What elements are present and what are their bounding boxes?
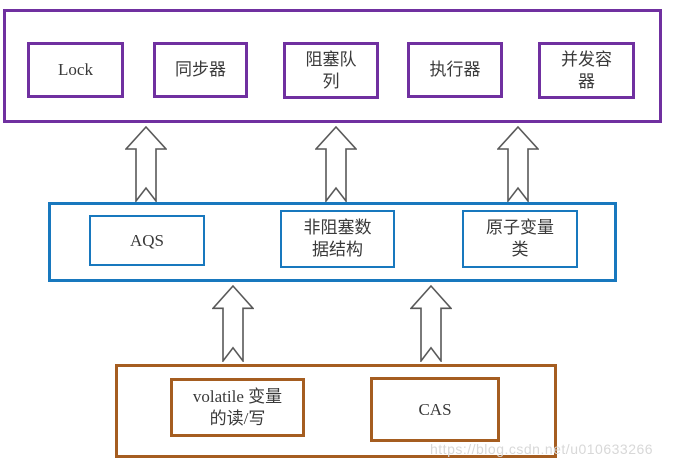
up-arrow-icon xyxy=(410,285,452,362)
node-synchronizer-label: 同步器 xyxy=(175,60,226,79)
middle-layer-container: AQS 非阻塞数 据结构 原子变量 类 xyxy=(48,202,617,282)
node-lock-label: Lock xyxy=(58,60,93,79)
top-layer-container: Lock 同步器 阻塞队 列 执行器 并发容 器 xyxy=(3,9,662,123)
node-concurrent-container: 并发容 器 xyxy=(538,42,635,99)
node-blocking-queue-label: 阻塞队 xyxy=(305,49,357,69)
up-arrow-icon xyxy=(125,126,167,202)
watermark-url: https://blog.csdn.net/u010633266 xyxy=(430,441,654,457)
node-nonblocking-data-structure: 非阻塞数 据结构 xyxy=(280,210,395,268)
node-lock: Lock xyxy=(27,42,124,98)
node-executor: 执行器 xyxy=(407,42,503,98)
node-atomic-variable-class: 原子变量 类 xyxy=(462,210,578,268)
up-arrow-bottom-to-middle-1 xyxy=(212,285,254,362)
node-volatile-read-write: volatile 变量 的读/写 xyxy=(170,378,305,437)
up-arrow-icon xyxy=(212,285,254,362)
node-nonblocking-data-structure-label: 非阻塞数 xyxy=(303,218,372,237)
bottom-layer-container: volatile 变量 的读/写 CAS xyxy=(115,364,557,458)
up-arrow-icon xyxy=(315,126,357,202)
node-synchronizer: 同步器 xyxy=(153,42,248,98)
up-arrow-middle-to-top-2 xyxy=(315,126,357,202)
node-executor-label: 执行器 xyxy=(429,60,481,79)
node-blocking-queue: 阻塞队 列 xyxy=(283,42,379,99)
node-cas: CAS xyxy=(370,377,500,442)
node-atomic-variable-class-label: 原子变量 xyxy=(486,218,554,237)
up-arrow-icon xyxy=(497,126,539,202)
up-arrow-middle-to-top-3 xyxy=(497,126,539,202)
node-aqs-label: AQS xyxy=(129,230,164,250)
node-aqs: AQS xyxy=(89,215,205,266)
node-concurrent-container-label: 并发容 xyxy=(561,49,612,69)
up-arrow-middle-to-top-1 xyxy=(125,126,167,202)
node-cas-label: CAS xyxy=(418,399,452,419)
node-volatile-read-write-label: volatile 变量 xyxy=(192,386,283,406)
up-arrow-bottom-to-middle-2 xyxy=(410,285,452,362)
